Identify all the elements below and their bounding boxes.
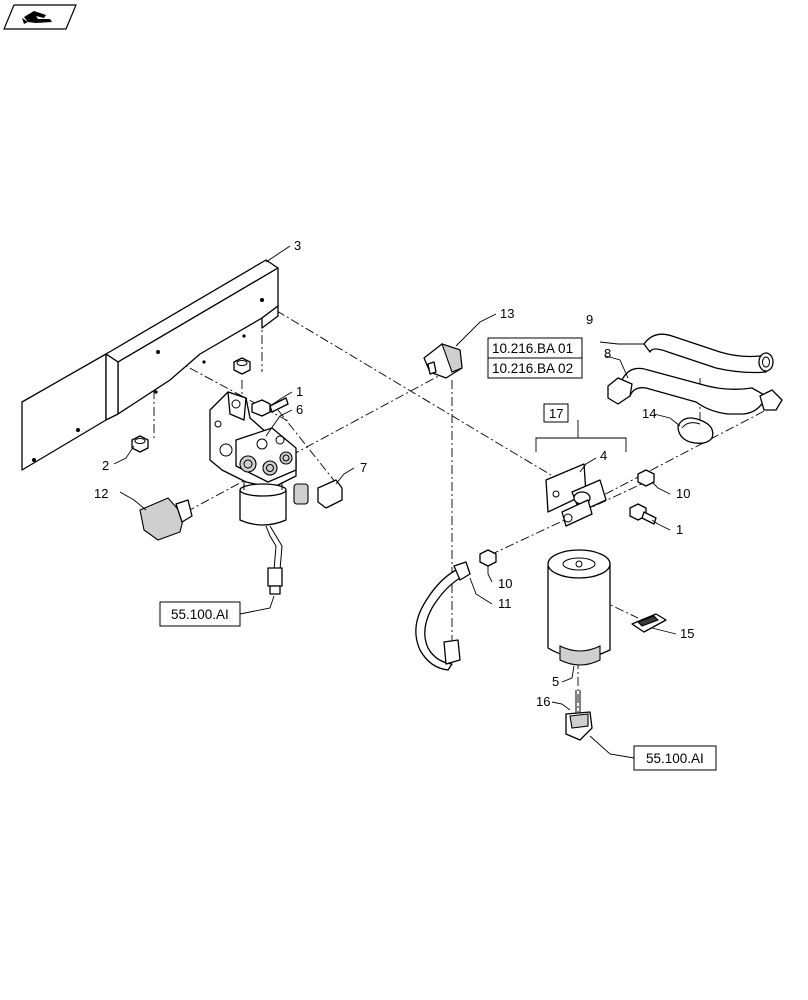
label-15 <box>631 613 667 633</box>
callout-16: 16 <box>536 694 550 709</box>
bracket-3 <box>21 259 279 471</box>
bolt-1-lower <box>629 503 657 525</box>
callout-12: 12 <box>94 486 108 501</box>
reference-box-10-216[interactable]: 10.216.BA 01 10.216.BA 02 <box>487 337 583 379</box>
callout-17: 17 <box>549 406 563 421</box>
navigation-hand-icon[interactable] <box>3 4 77 30</box>
filter-5 <box>547 549 611 666</box>
callout-17-box: 17 <box>543 403 569 423</box>
nut-2 <box>131 435 149 453</box>
callout-13: 13 <box>500 306 514 321</box>
hose-9 <box>643 333 774 374</box>
filter-head-6 <box>209 391 297 595</box>
bolt-1-upper <box>251 397 289 417</box>
nut-10-lower <box>479 549 497 567</box>
callout-6: 6 <box>296 402 303 417</box>
callout-10-lower: 10 <box>498 576 512 591</box>
drain-valve-16 <box>565 690 593 741</box>
sensor-12 <box>139 497 193 541</box>
callout-8: 8 <box>604 346 611 361</box>
clamp-14 <box>677 417 714 444</box>
nut-10-upper <box>637 469 655 487</box>
plug-7 <box>293 479 343 509</box>
callout-14: 14 <box>642 406 656 421</box>
callout-15: 15 <box>680 626 694 641</box>
pipe-11 <box>415 561 471 671</box>
callout-5: 5 <box>552 674 559 689</box>
reference-10-216-ba-02: 10.216.BA 02 <box>492 361 573 376</box>
callout-1-upper: 1 <box>296 384 303 399</box>
callout-7: 7 <box>360 460 367 475</box>
fitting-13 <box>423 343 463 379</box>
leader-lines <box>113 245 681 759</box>
callouts: 3 1 6 2 7 12 13 9 8 14 4 10 1 10 11 15 5… <box>94 238 694 709</box>
callout-2: 2 <box>102 458 109 473</box>
reference-55-100-ai-right: 55.100.AI <box>646 751 704 766</box>
hose-8 <box>607 367 783 415</box>
callout-9: 9 <box>586 312 593 327</box>
reference-box-55-100-right[interactable]: 55.100.AI <box>633 745 717 771</box>
callout-10-upper: 10 <box>676 486 690 501</box>
reference-10-216-ba-01: 10.216.BA 01 <box>492 341 573 356</box>
reference-55-100-ai-left: 55.100.AI <box>171 607 229 622</box>
reference-box-55-100-left[interactable]: 55.100.AI <box>159 601 241 627</box>
callout-3: 3 <box>294 238 301 253</box>
callout-4: 4 <box>600 448 607 463</box>
nut-upper <box>233 357 251 375</box>
callout-11: 11 <box>498 596 512 611</box>
callout-1-lower: 1 <box>676 522 683 537</box>
mounting-bracket-4 <box>545 463 607 527</box>
